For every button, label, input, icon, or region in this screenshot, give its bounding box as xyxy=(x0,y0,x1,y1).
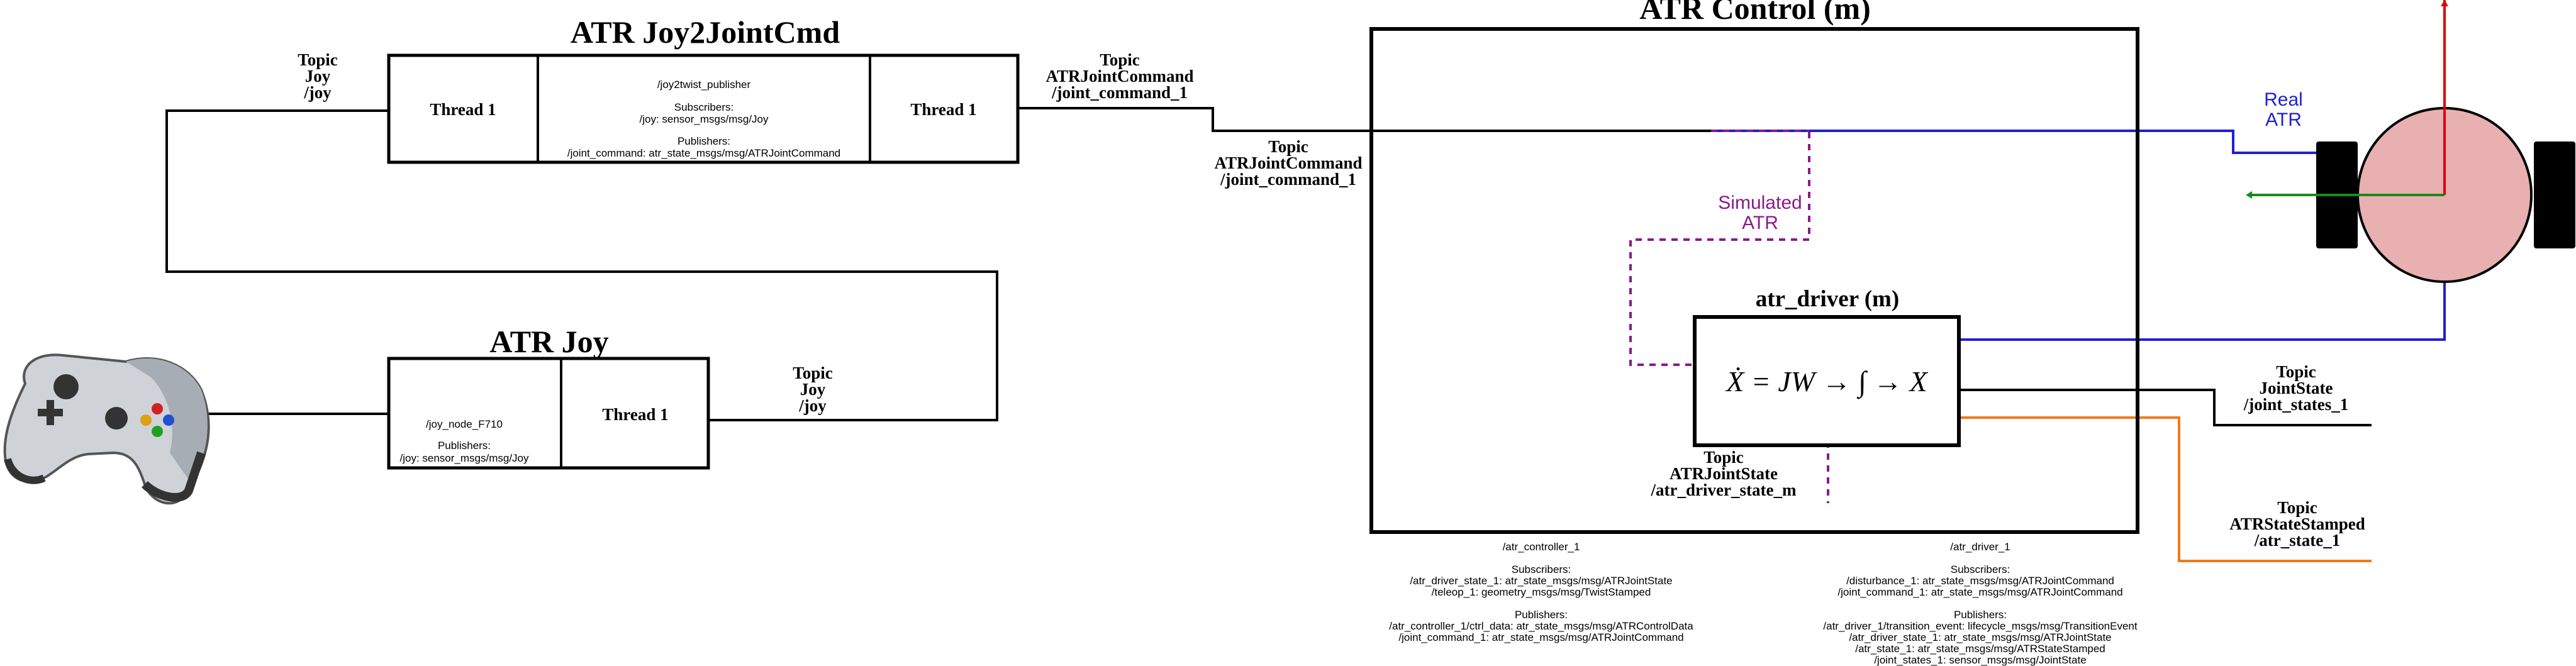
thread-label: Thread 1 xyxy=(602,405,668,424)
svg-text:/joint_states_1: /joint_states_1 xyxy=(2243,395,2348,414)
robot-top-view-icon xyxy=(2246,0,2575,283)
svg-text:Topic: Topic xyxy=(1703,448,1744,467)
topic-joint-command-lower: Topic ATRJointCommand /joint_command_1 xyxy=(1214,137,1362,189)
simulated-atr-links xyxy=(1629,130,1829,503)
svg-text:Publishers:: Publishers: xyxy=(1515,609,1568,621)
node-name: /joy2twist_publisher xyxy=(657,79,751,91)
svg-text:ATRJointState: ATRJointState xyxy=(1670,464,1778,483)
svg-text:/teleop_1: geometry_msgs/msg/T: /teleop_1: geometry_msgs/msg/TwistStampe… xyxy=(1432,586,1651,598)
driver-info: /atr_driver_1 Subscribers: /disturbance_… xyxy=(1823,541,2137,666)
svg-text:Topic: Topic xyxy=(793,364,833,382)
svg-text:/joint_command_1: atr_state_ms: /joint_command_1: atr_state_msgs/msg/ATR… xyxy=(1398,631,1683,643)
svg-text:ATRJointCommand: ATRJointCommand xyxy=(1045,67,1193,86)
real-atr-label: Real ATR xyxy=(2264,89,2303,130)
svg-text:Real: Real xyxy=(2264,89,2303,110)
control-node: ATR Control (m) atr_driver (m) Ẋ = JW → … xyxy=(1369,0,2139,534)
svg-text:/joint_command_1: /joint_command_1 xyxy=(1220,170,1356,189)
svg-text:/joy: /joy xyxy=(303,83,332,102)
svg-text:/atr_driver_1/transition_event: /atr_driver_1/transition_event: lifecycl… xyxy=(1823,620,2137,632)
svg-text:/joint_command_1: atr_state_ms: /joint_command_1: atr_state_msgs/msg/ATR… xyxy=(1837,586,2122,598)
publishers-label: Publishers: xyxy=(438,440,491,452)
svg-text:Publishers:: Publishers: xyxy=(1954,609,2007,621)
joy-title: ATR Joy xyxy=(489,324,608,359)
driver-box xyxy=(1693,315,1961,447)
real-atr-link xyxy=(1711,130,2321,154)
node-name: /joy_node_F710 xyxy=(426,418,503,430)
svg-text:ATR: ATR xyxy=(2265,109,2302,130)
svg-text:/atr_driver_state_1: atr_state: /atr_driver_state_1: atr_state_msgs/msg/… xyxy=(1849,631,2111,643)
svg-text:/disturbance_1: atr_state_msgs: /disturbance_1: atr_state_msgs/msg/ATRJo… xyxy=(1846,575,2114,587)
publisher-entry: /joint_command: atr_state_msgs/msg/ATRJo… xyxy=(567,147,840,159)
svg-text:/atr_driver_state_m: /atr_driver_state_m xyxy=(1651,480,1797,499)
svg-text:/atr_state_1: /atr_state_1 xyxy=(2254,531,2340,550)
topic-atr-state: Topic ATRStateStamped /atr_state_1 xyxy=(2229,498,2365,550)
svg-text:/atr_driver_1: /atr_driver_1 xyxy=(1950,541,2010,553)
svg-text:Topic: Topic xyxy=(298,50,338,69)
svg-text:/atr_controller_1/ctrl_data: a: /atr_controller_1/ctrl_data: atr_state_m… xyxy=(1389,620,1693,632)
svg-text:Topic: Topic xyxy=(2277,498,2317,517)
joy2jointcmd-box xyxy=(387,53,1020,164)
svg-text:JointState: JointState xyxy=(2260,379,2333,397)
driver-formula: Ẋ = JW → ∫ → X xyxy=(1725,365,1928,399)
driver-title: atr_driver (m) xyxy=(1756,286,1899,312)
joy-node: ATR Joy /joy_node_F710 Publishers: /joy:… xyxy=(387,324,710,470)
svg-text:Simulated: Simulated xyxy=(1718,192,1802,213)
connector-lines xyxy=(165,107,2372,426)
controller-info: /atr_controller_1 Subscribers: /atr_driv… xyxy=(1389,541,1693,643)
svg-text:/joint_states_1: sensor_msgs/m: /joint_states_1: sensor_msgs/msg/JointSt… xyxy=(1874,654,2086,666)
svg-text:Topic: Topic xyxy=(1268,137,1308,156)
topic-joint-states: Topic JointState /joint_states_1 xyxy=(2243,362,2348,414)
joy-topic-line xyxy=(165,109,998,421)
svg-text:Joy: Joy xyxy=(800,380,826,399)
svg-text:/joy: /joy xyxy=(798,396,827,415)
thread-label: Thread 1 xyxy=(430,100,496,119)
joy2jointcmd-node: ATR Joy2JointCmd Thread 1 Thread 1 /joy2… xyxy=(387,14,1020,164)
svg-text:Joy: Joy xyxy=(305,67,331,86)
joy2jointcmd-title: ATR Joy2JointCmd xyxy=(571,14,840,50)
svg-text:ATRJointCommand: ATRJointCommand xyxy=(1214,153,1362,172)
joy-box xyxy=(387,357,710,470)
svg-text:Subscribers:: Subscribers: xyxy=(1951,563,2010,575)
svg-text:/joint_command_1: /joint_command_1 xyxy=(1051,83,1188,102)
joint-states-line xyxy=(1960,389,2372,426)
subscriber-entry: /joy: sensor_msgs/msg/Joy xyxy=(639,113,769,125)
svg-text:/atr_driver_state_1: atr_state: /atr_driver_state_1: atr_state_msgs/msg/… xyxy=(1410,575,1672,587)
simulated-atr-label: Simulated ATR xyxy=(1718,192,1802,233)
svg-text:/atr_controller_1: /atr_controller_1 xyxy=(1503,541,1580,553)
svg-text:ATR: ATR xyxy=(1742,213,1778,233)
topic-driver-state: Topic ATRJointState /atr_driver_state_m xyxy=(1651,448,1797,499)
gamepad-icon xyxy=(3,353,210,505)
real-atr-feedback xyxy=(1960,282,2446,341)
control-title: ATR Control (m) xyxy=(1639,0,1871,26)
svg-text:/atr_state_1: atr_state_msgs/m: /atr_state_1: atr_state_msgs/msg/ATRStat… xyxy=(1855,643,2105,655)
joint-command-line xyxy=(1018,107,1371,132)
control-box xyxy=(1369,27,2139,534)
atr-state-link xyxy=(1960,416,2372,562)
topic-joint-command-upper: Topic ATRJointCommand /joint_command_1 xyxy=(1045,50,1193,102)
thread-label: Thread 1 xyxy=(910,100,976,119)
svg-text:Subscribers:: Subscribers: xyxy=(1512,563,1571,575)
topic-joy-left: Topic Joy /joy xyxy=(298,50,338,102)
svg-text:Topic: Topic xyxy=(1100,50,1140,69)
svg-text:ATRStateStamped: ATRStateStamped xyxy=(2229,514,2365,533)
publishers-label: Publishers: xyxy=(677,135,730,147)
topic-joy-bottom: Topic Joy /joy xyxy=(793,364,833,415)
subscribers-label: Subscribers: xyxy=(674,101,733,113)
robot-right-wheel xyxy=(2534,142,2575,248)
publisher-entry: /joy: sensor_msgs/msg/Joy xyxy=(399,452,529,464)
svg-text:Topic: Topic xyxy=(2276,362,2316,381)
